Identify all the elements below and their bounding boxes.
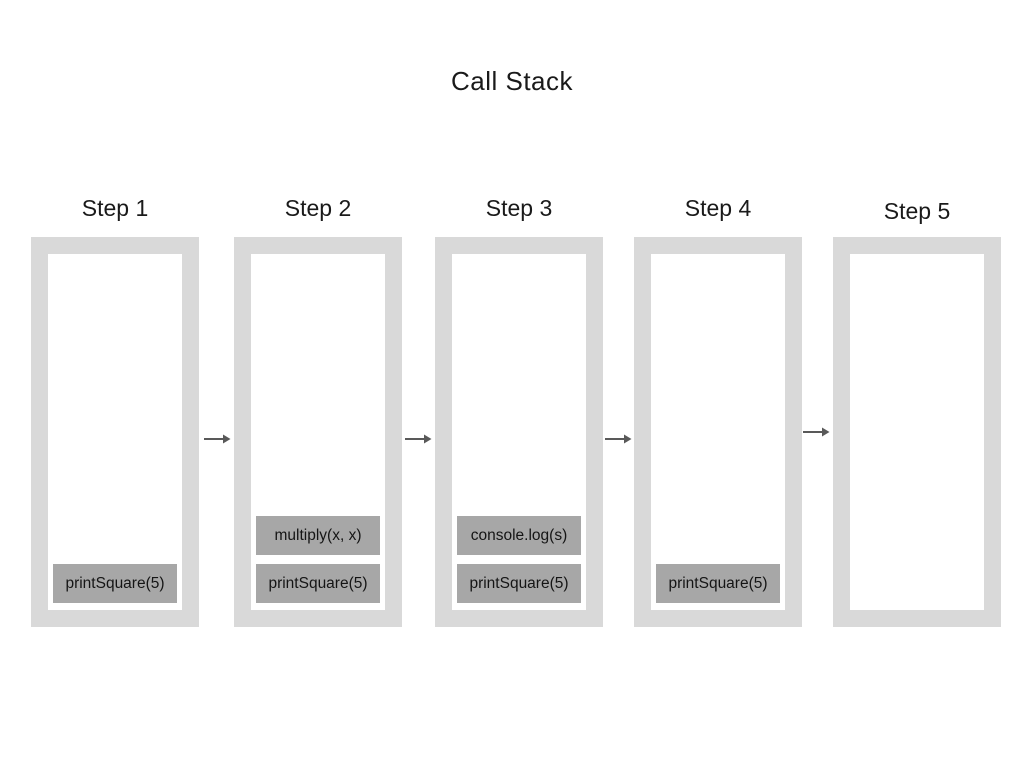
step-4-label: Step 4 [684,195,752,221]
stack-item: printSquare(5) [256,564,380,603]
step-4-stack-frame: printSquare(5) [634,237,802,627]
stack-item: printSquare(5) [656,564,780,603]
step-2-label: Step 2 [284,195,352,221]
step-3: Step 3 console.log(s) printSquare(5) [435,0,603,768]
diagram-title: Call Stack [450,66,574,96]
step-5: Step 5 [833,0,1001,768]
arrow-right-icon [802,425,830,439]
arrow-right-icon [404,432,432,446]
step-3-label: Step 3 [485,195,553,221]
stack-item: printSquare(5) [53,564,177,603]
step-5-label: Step 5 [883,198,951,224]
step-2-stack-frame: multiply(x, x) printSquare(5) [234,237,402,627]
step-4-stack-area: printSquare(5) [651,254,785,610]
step-1-stack-area: printSquare(5) [48,254,182,610]
step-3-stack-area: console.log(s) printSquare(5) [452,254,586,610]
step-3-stack-frame: console.log(s) printSquare(5) [435,237,603,627]
arrow-right-icon [604,432,632,446]
step-2: Step 2 multiply(x, x) printSquare(5) [234,0,402,768]
arrow-right-icon [203,432,231,446]
step-1-label: Step 1 [81,195,149,221]
step-5-stack-frame [833,237,1001,627]
step-1: Step 1 printSquare(5) [31,0,199,768]
step-4: Step 4 printSquare(5) [634,0,802,768]
stack-item: multiply(x, x) [256,516,380,555]
stack-item: console.log(s) [457,516,581,555]
step-5-stack-area [850,254,984,610]
stack-item: printSquare(5) [457,564,581,603]
step-2-stack-area: multiply(x, x) printSquare(5) [251,254,385,610]
step-1-stack-frame: printSquare(5) [31,237,199,627]
